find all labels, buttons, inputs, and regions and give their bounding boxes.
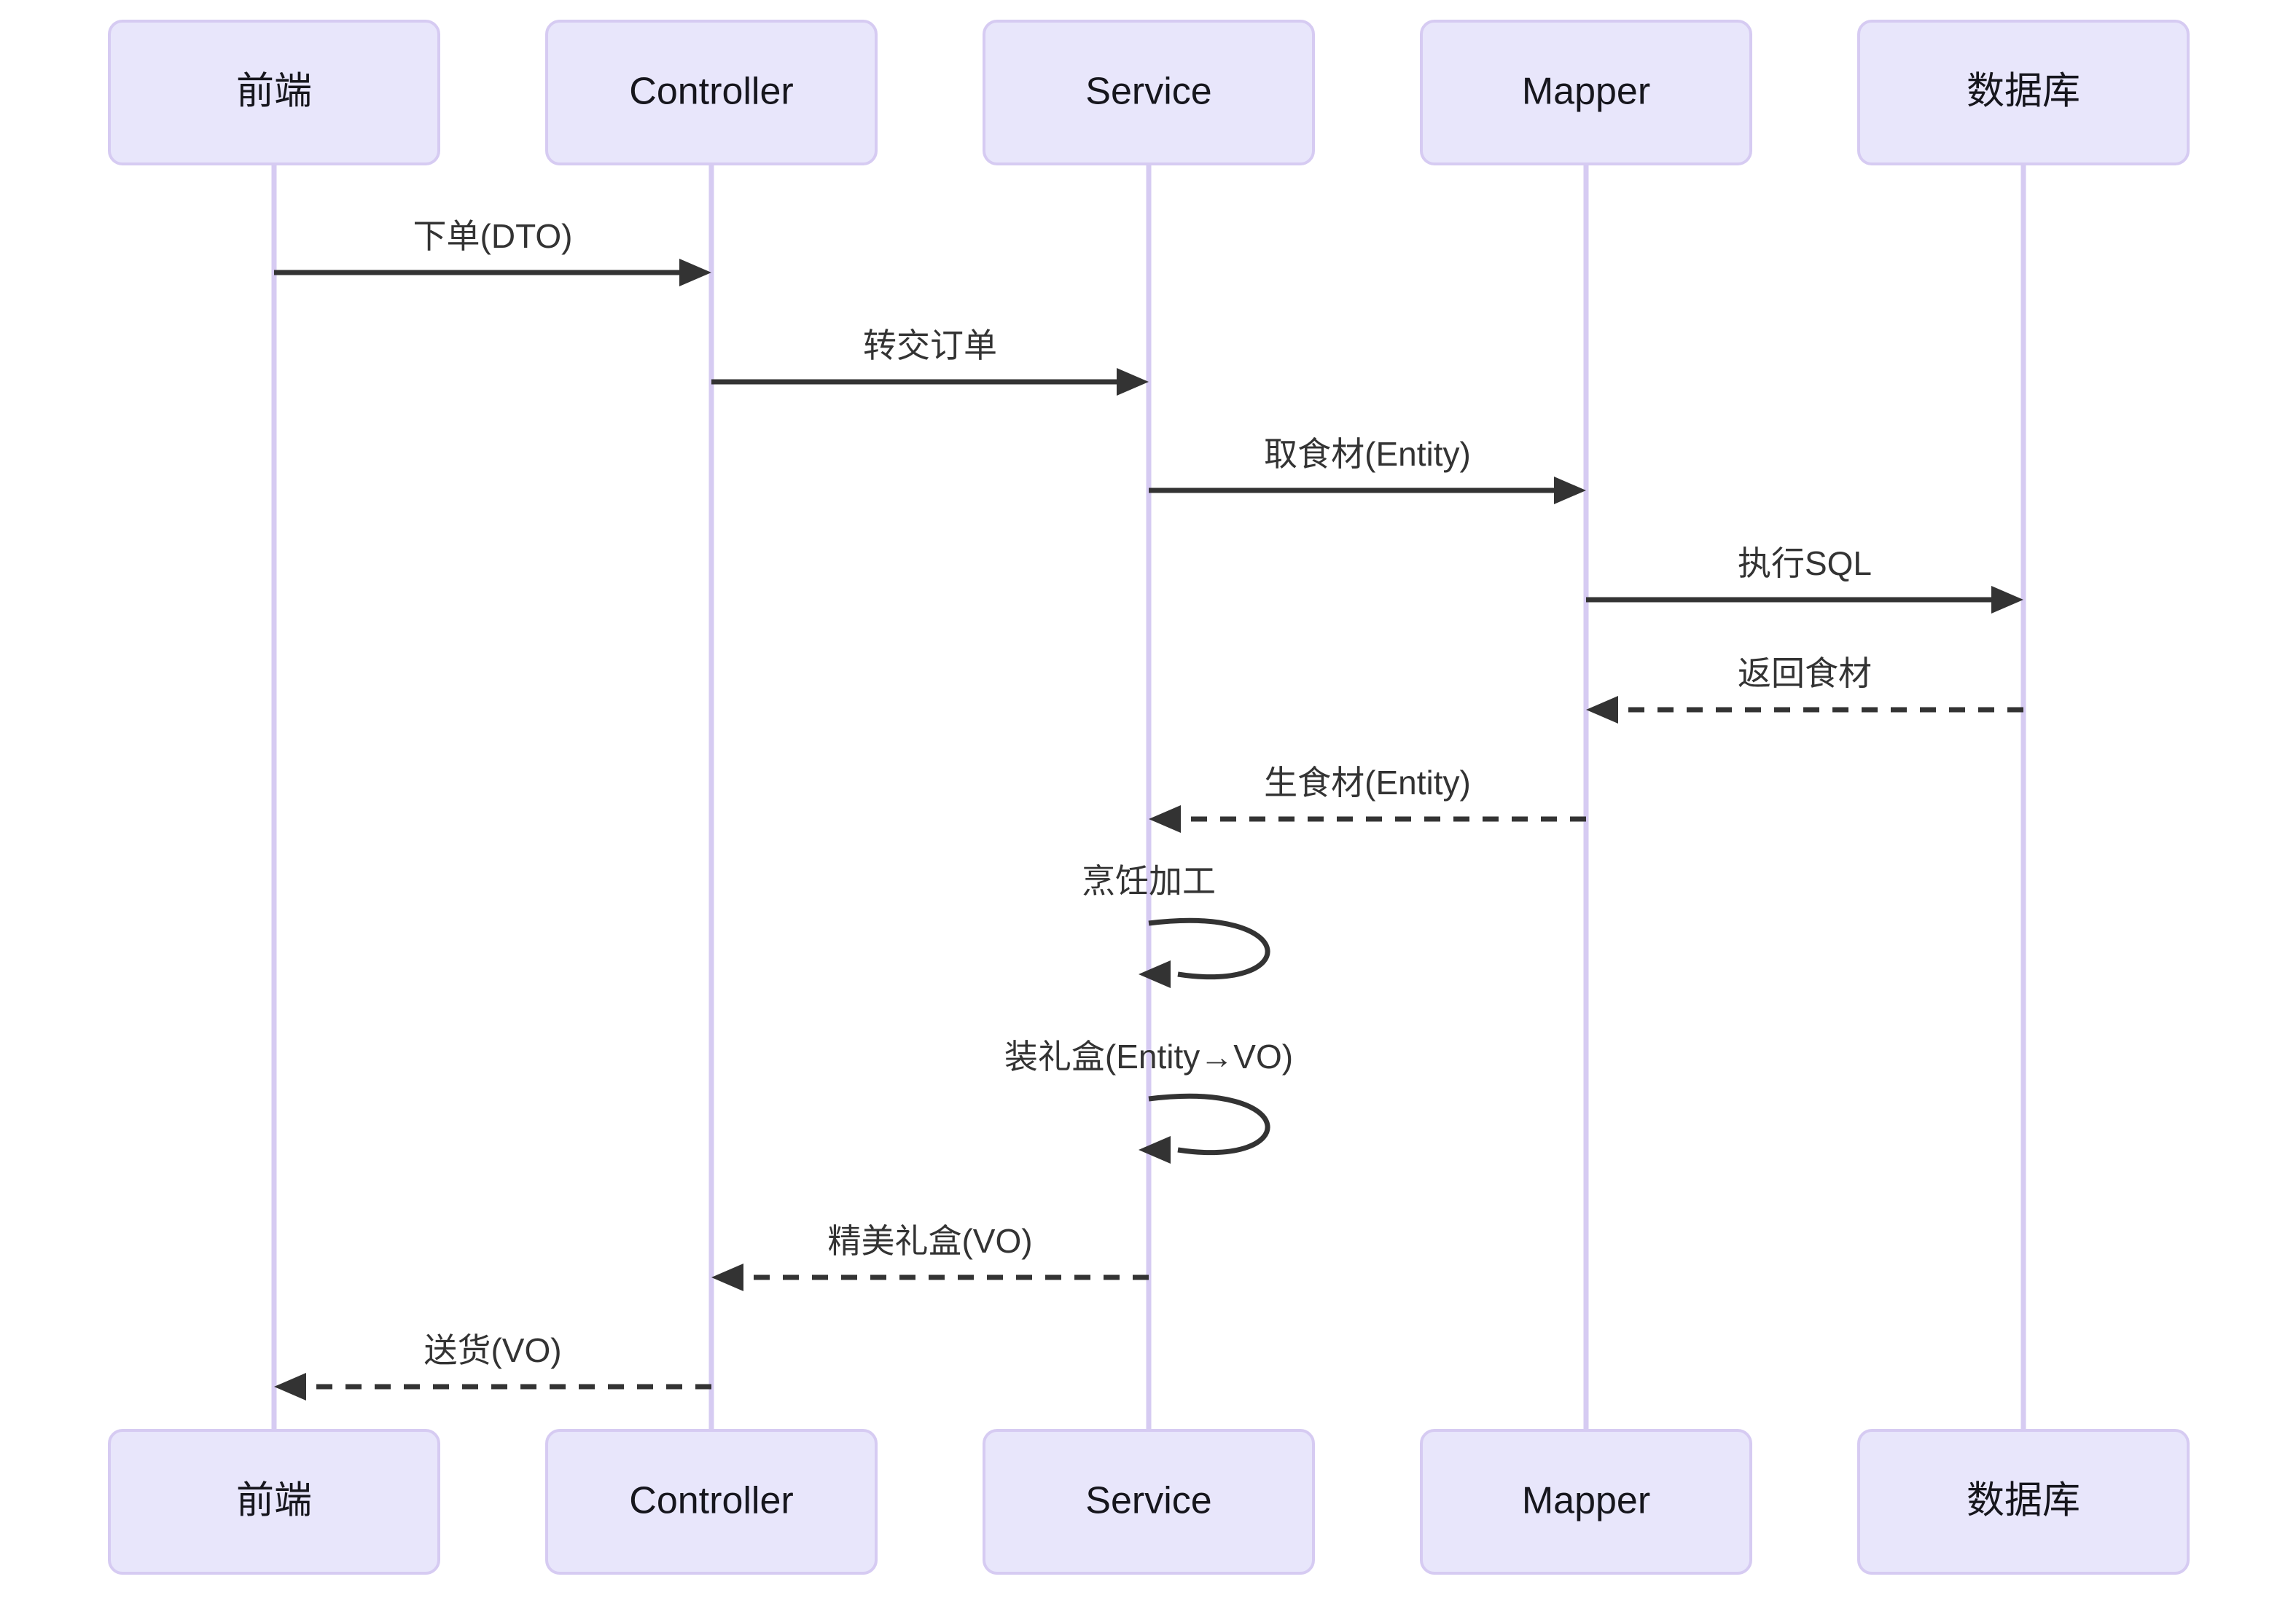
actor-box-controller-bottom[interactable]	[545, 1429, 878, 1575]
actor-box-mapper-top[interactable]	[1420, 20, 1752, 165]
message-10-controller-to-frontend[interactable]: 送货(VO)	[274, 1331, 711, 1401]
actor-label-frontend-bottom: 前端	[236, 1480, 312, 1522]
message-label-1: 下单(DTO)	[413, 217, 573, 255]
message-arrowhead-1	[679, 259, 711, 286]
actor-label-database-top: 数据库	[1967, 71, 2080, 113]
lifelines-layer	[271, 164, 2026, 1430]
message-2-controller-to-service[interactable]: 转交订单	[711, 326, 1149, 396]
message-5-database-to-mapper[interactable]: 返回食材	[1586, 654, 2023, 724]
message-arrowhead-4	[1991, 586, 2023, 614]
actor-controller-top[interactable]: Controller	[545, 20, 878, 165]
self-message-arrowhead-7	[1139, 960, 1171, 988]
self-message-label-7: 烹饪加工	[1082, 862, 1216, 900]
actor-mapper-bottom[interactable]: Mapper	[1420, 1429, 1752, 1575]
message-arrowhead-5	[1586, 696, 1618, 724]
message-arrowhead-6	[1149, 805, 1181, 833]
actor-box-controller-top[interactable]	[545, 20, 878, 165]
message-9-service-to-controller[interactable]: 精美礼盒(VO)	[711, 1222, 1149, 1291]
actor-label-service-top: Service	[1085, 71, 1211, 113]
actor-label-frontend-top: 前端	[236, 71, 312, 113]
message-label-5: 返回食材	[1738, 654, 1872, 692]
actors-top-layer: 前端 Controller Service Mapper 数据库	[108, 20, 2190, 165]
self-message-8-service[interactable]: 装礼盒(Entity→VO)	[1004, 1038, 1293, 1164]
message-label-3: 取食材(Entity)	[1264, 435, 1471, 473]
self-message-7-service[interactable]: 烹饪加工	[1082, 862, 1270, 988]
actor-frontend-bottom[interactable]: 前端	[108, 1429, 440, 1575]
self-message-loop-7	[1148, 917, 1270, 980]
message-label-6: 生食材(Entity)	[1264, 764, 1471, 802]
message-6-mapper-to-service[interactable]: 生食材(Entity)	[1149, 764, 1586, 833]
actor-label-mapper-bottom: Mapper	[1522, 1480, 1650, 1522]
actor-frontend-top[interactable]: 前端	[108, 20, 440, 165]
message-label-2: 转交订单	[863, 326, 997, 364]
actor-box-database-top[interactable]	[1857, 20, 2190, 165]
actor-label-mapper-top: Mapper	[1522, 71, 1650, 113]
actor-box-frontend-bottom[interactable]	[108, 1429, 440, 1575]
actor-box-mapper-bottom[interactable]	[1420, 1429, 1752, 1575]
message-label-10: 送货(VO)	[423, 1331, 561, 1369]
actor-label-service-bottom: Service	[1085, 1480, 1211, 1522]
actor-label-controller-top: Controller	[629, 71, 793, 113]
message-label-9: 精美礼盒(VO)	[827, 1222, 1032, 1260]
actor-database-bottom[interactable]: 数据库	[1857, 1429, 2190, 1575]
actor-label-controller-bottom: Controller	[629, 1480, 793, 1522]
message-4-mapper-to-database[interactable]: 执行SQL	[1586, 544, 2023, 614]
message-arrowhead-2	[1117, 368, 1149, 396]
message-3-service-to-mapper[interactable]: 取食材(Entity)	[1149, 435, 1586, 504]
message-arrowhead-3	[1554, 477, 1586, 504]
message-1-frontend-to-controller[interactable]: 下单(DTO)	[274, 217, 711, 286]
actor-service-top[interactable]: Service	[983, 20, 1315, 165]
self-message-label-8: 装礼盒(Entity→VO)	[1004, 1038, 1293, 1076]
actor-box-service-bottom[interactable]	[983, 1429, 1315, 1575]
actors-bottom-layer: 前端 Controller Service Mapper 数据库	[108, 1429, 2190, 1575]
actor-label-database-bottom: 数据库	[1967, 1480, 2080, 1522]
self-message-loop-8	[1148, 1093, 1270, 1156]
actor-box-frontend-top[interactable]	[108, 20, 440, 165]
actor-box-database-bottom[interactable]	[1857, 1429, 2190, 1575]
actor-mapper-top[interactable]: Mapper	[1420, 20, 1752, 165]
message-arrowhead-9	[711, 1264, 743, 1291]
actor-box-service-top[interactable]	[983, 20, 1315, 165]
message-arrowhead-10	[274, 1373, 306, 1401]
actor-controller-bottom[interactable]: Controller	[545, 1429, 878, 1575]
self-message-arrowhead-8	[1139, 1136, 1171, 1164]
actor-database-top[interactable]: 数据库	[1857, 20, 2190, 165]
message-label-4: 执行SQL	[1738, 544, 1872, 582]
actor-service-bottom[interactable]: Service	[983, 1429, 1315, 1575]
